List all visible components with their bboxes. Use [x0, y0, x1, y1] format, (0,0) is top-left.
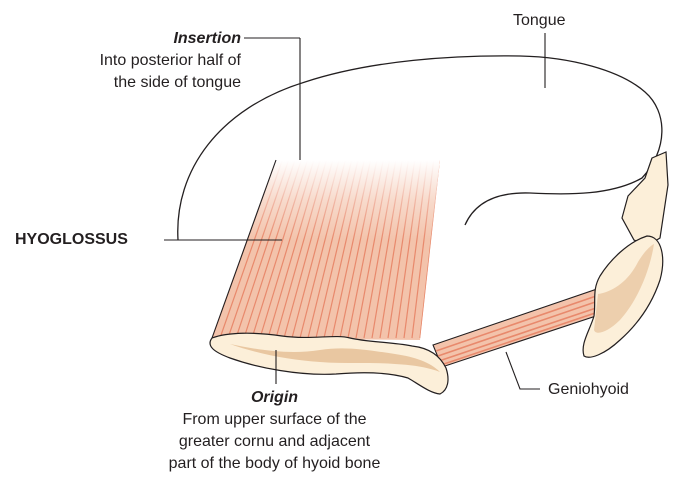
hyoglossus-muscle: [212, 160, 440, 340]
insertion-heading: Insertion: [173, 28, 241, 49]
hyoglossus-label: HYOGLOSSUS: [15, 229, 128, 250]
geniohyoid-leader: [506, 352, 540, 389]
insertion-text-line2: the side of tongue: [114, 72, 241, 93]
origin-text-line3: part of the body of hyoid bone: [142, 453, 407, 474]
insertion-text-line1: Into posterior half of: [100, 50, 241, 71]
geniohyoid-label: Geniohyoid: [548, 379, 629, 400]
tongue-label: Tongue: [513, 10, 566, 31]
origin-text-line2: greater cornu and adjacent: [142, 431, 407, 452]
origin-heading: Origin: [207, 387, 342, 408]
geniohyoid-muscle: [433, 288, 608, 367]
hyoid-bone: [210, 333, 448, 394]
origin-text-line1: From upper surface of the: [142, 409, 407, 430]
incisor-tooth: [622, 152, 668, 246]
